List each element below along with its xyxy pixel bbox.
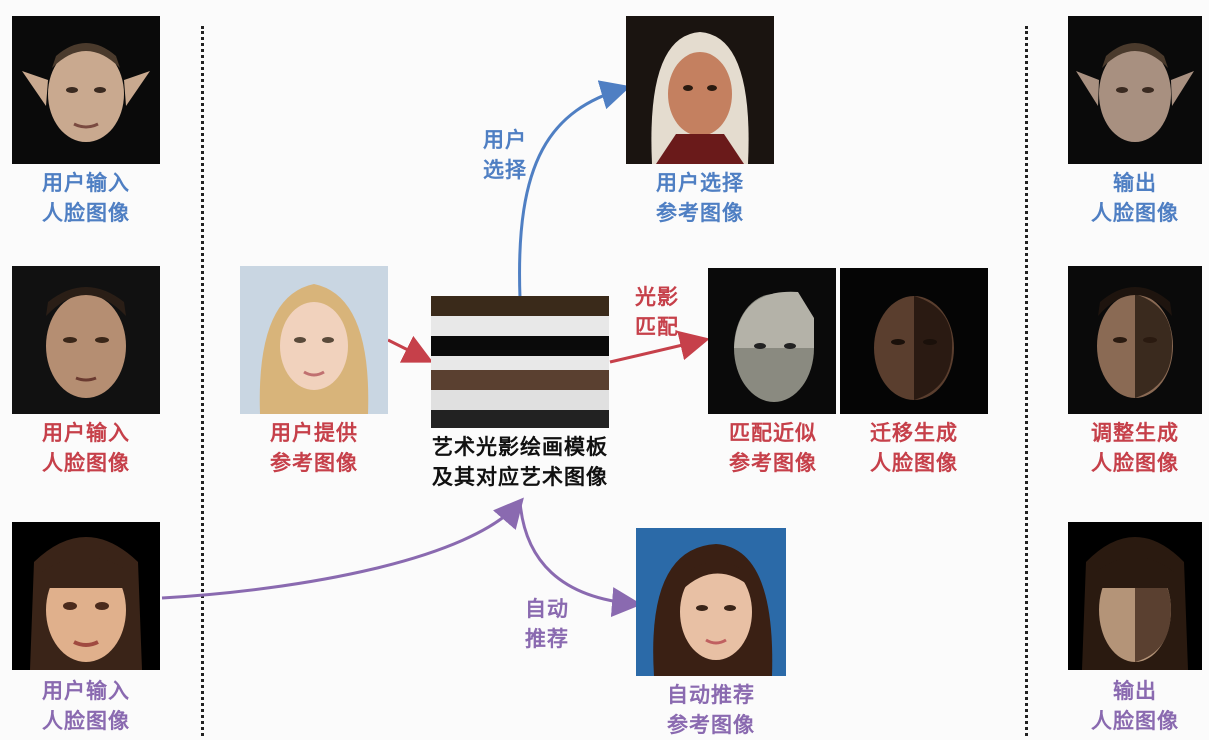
art-template-caption: 艺术光影绘画模板 及其对应艺术图像 [432, 435, 608, 489]
input-face-image-1 [12, 16, 160, 164]
input-face-image-3 [12, 522, 160, 670]
matched-reference-caption: 匹配近似 参考图像 [729, 421, 817, 475]
transferred-face-image [840, 268, 988, 414]
user-provided-reference-caption: 用户提供 参考图像 [270, 421, 358, 475]
user-selected-reference-caption: 用户选择 参考图像 [656, 171, 744, 225]
user-select-arrow [518, 80, 631, 299]
light-match-arrow [609, 330, 710, 364]
output-face-caption-2: 调整生成 人脸图像 [1091, 421, 1179, 475]
input-face-caption-1: 用户输入 人脸图像 [42, 171, 130, 225]
matched-reference-image [708, 268, 836, 414]
right-divider [1025, 26, 1028, 736]
input-face-caption-3: 用户输入 人脸图像 [42, 679, 130, 733]
input-to-template-arrow [161, 497, 524, 600]
art-template-grid-image [431, 296, 609, 428]
left-divider [201, 26, 204, 736]
auto-recommended-reference-image [636, 528, 786, 676]
output-face-caption-1: 输出 人脸图像 [1091, 171, 1179, 225]
user-provided-reference-image [240, 266, 388, 414]
output-face-image-2 [1068, 266, 1202, 414]
provide-to-template-arrow [387, 335, 434, 363]
output-face-image-3 [1068, 522, 1202, 670]
light-match-arrow-label: 光影 匹配 [635, 285, 679, 339]
user-selected-reference-image [626, 16, 774, 164]
user-select-arrow-label: 用户 选择 [483, 128, 527, 182]
output-face-image-1 [1068, 16, 1202, 164]
auto-recommend-arrow [518, 501, 642, 618]
auto-recommended-reference-caption: 自动推荐 参考图像 [667, 683, 755, 737]
input-face-image-2 [12, 266, 160, 414]
input-face-caption-2: 用户输入 人脸图像 [42, 421, 130, 475]
auto-recommend-arrow-label: 自动 推荐 [525, 597, 569, 651]
transferred-face-caption: 迁移生成 人脸图像 [870, 421, 958, 475]
output-face-caption-3: 输出 人脸图像 [1091, 679, 1179, 733]
